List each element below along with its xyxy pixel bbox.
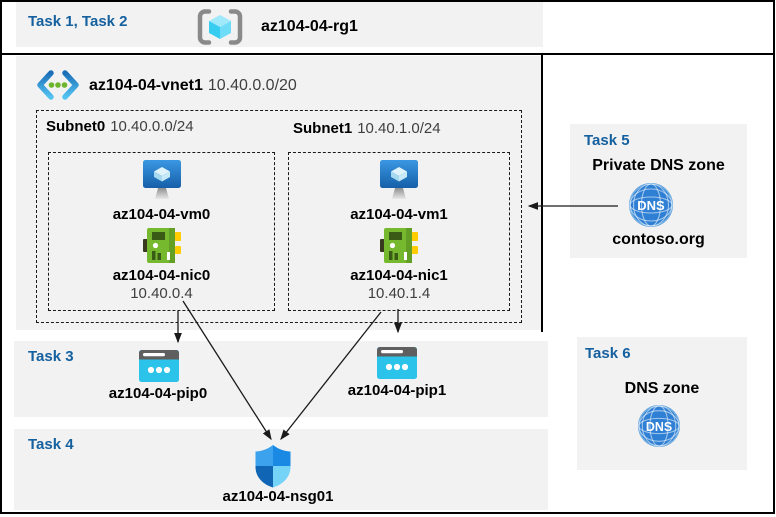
subnet1-content: az104-04-vm1 az104-04-nic1 10.40.1.4 (288, 152, 510, 311)
vnet-cidr: 10.40.0.0/20 (207, 77, 297, 94)
subnet1-inner-box (288, 152, 510, 311)
virtual-network-icon (37, 70, 79, 100)
subnet0-content: az104-04-vm0 az104-04-nic0 10.40.0.4 (48, 152, 275, 311)
subnet0-inner-box (48, 152, 275, 311)
network-security-group-icon (255, 445, 291, 488)
task3-band (14, 341, 548, 417)
pip0-name: az104-04-pip0 (108, 385, 208, 402)
header-divider-line (2, 53, 774, 55)
dns-zone-icon: DNS (637, 404, 681, 448)
subnets-boundary-box (36, 110, 522, 323)
private-dns-zone-title: Private DNS zone (592, 157, 725, 174)
dns-zone-title: DNS zone (624, 380, 700, 397)
vnet-area (16, 56, 541, 330)
vnet-name: az104-04-vnet1 (89, 77, 203, 94)
task5-label: Task 5 (584, 132, 630, 149)
task6-label: Task 6 (585, 345, 631, 362)
nic1-name: az104-04-nic1 (350, 267, 448, 284)
subnet0-name: Subnet0 (46, 118, 106, 135)
vnet-right-divider-line (541, 53, 543, 332)
public-ip-icon (139, 350, 179, 382)
resource-group-icon (197, 9, 243, 45)
subnet1-name: Subnet1 (293, 120, 353, 137)
pip1-name: az104-04-pip1 (347, 382, 447, 399)
private-dns-zone-name: contoso.org (612, 231, 705, 248)
task12-band (16, 2, 543, 47)
vm1-name: az104-04-vm1 (350, 206, 448, 223)
task12-label: Task 1, Task 2 (28, 13, 128, 30)
dns-badge-text: DNS (646, 420, 672, 434)
nsg-name: az104-04-nsg01 (222, 488, 334, 505)
nic0-private-ip: 10.40.0.4 (130, 285, 193, 302)
subnet1-cidr: 10.40.1.0/24 (357, 120, 441, 137)
virtual-machine-icon (142, 160, 181, 199)
network-interface-icon (380, 228, 418, 263)
virtual-machine-icon (380, 160, 418, 199)
subnet0-cidr: 10.40.0.0/24 (110, 118, 194, 135)
public-ip-icon (377, 347, 417, 379)
dns-zone-icon: DNS (629, 183, 673, 227)
task6-panel (577, 337, 747, 470)
task4-label: Task 4 (28, 436, 74, 453)
vm0-name: az104-04-vm0 (112, 206, 211, 223)
dns-badge-text: DNS (637, 198, 665, 213)
nic1-private-ip: 10.40.1.4 (367, 285, 431, 302)
nic0-name: az104-04-nic0 (112, 267, 211, 284)
network-interface-icon (142, 228, 181, 263)
task3-label: Task 3 (28, 348, 74, 365)
resource-group-name: az104-04-rg1 (261, 18, 358, 35)
